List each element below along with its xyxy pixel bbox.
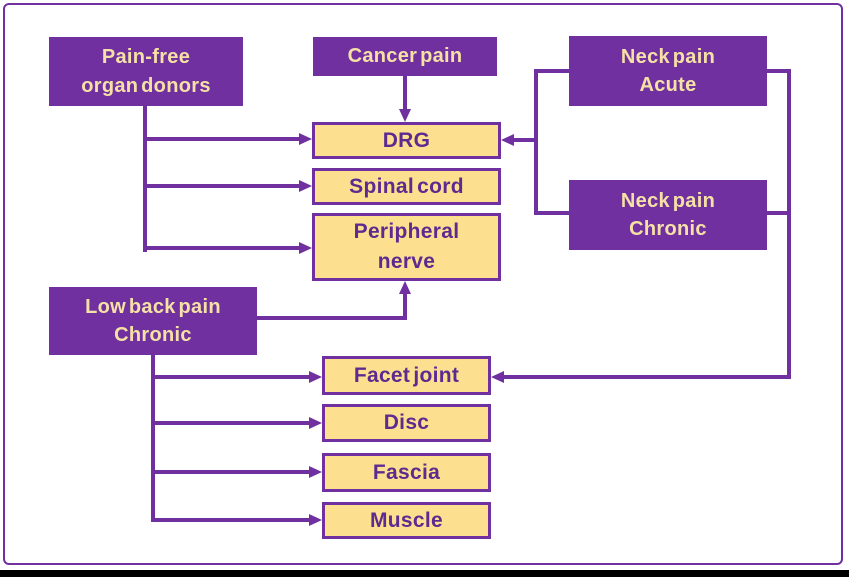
connector-neck-acute-left (534, 69, 569, 73)
node-label-line: DRG (382, 128, 431, 152)
connector-lowback-disc (153, 421, 309, 425)
arrowhead-lowback-fascia (309, 466, 322, 478)
connector-neck-drg (512, 138, 538, 142)
node-label-line: Neck pain (620, 45, 716, 68)
bottom-black-bar (0, 570, 849, 577)
node-facet-joint: Facet joint (322, 356, 491, 395)
arrowhead-painfree-peripheralnerve (299, 242, 312, 254)
node-label-line: Neck pain (620, 189, 716, 212)
node-label-line: Cancer pain (347, 45, 463, 68)
node-neck-pain-acute: Neck pain Acute (569, 36, 767, 106)
node-label-line: Fascia (372, 460, 441, 484)
node-disc: Disc (322, 404, 491, 442)
node-label-line: Disc (383, 411, 430, 435)
connector-lowback-fascia (153, 470, 309, 474)
arrowhead-lowback-muscle (309, 514, 322, 526)
node-label-line: Chronic (629, 218, 707, 240)
arrowhead-neck-facetjoint (491, 371, 504, 383)
arrowhead-painfree-drg (299, 133, 312, 145)
node-label-line: Facet joint (353, 363, 460, 387)
node-neck-pain-chronic: Neck pain Chronic (569, 180, 767, 250)
node-pain-free-organ-donors: Pain-free organ donors (49, 37, 243, 106)
node-label-line: Acute (639, 74, 697, 96)
connector-lowback-peripheral-h (257, 316, 407, 320)
arrowhead-neck-drg (501, 134, 514, 146)
node-peripheral-nerve: Peripheral nerve (312, 213, 501, 281)
node-label-line: organ donors (81, 74, 211, 97)
connector-painfree-drg (145, 137, 301, 141)
connector-painfree-trunk (143, 106, 147, 252)
arrowhead-lowback-peripheralnerve (399, 281, 411, 294)
node-label-line: Chronic (114, 324, 192, 346)
node-cancer-pain: Cancer pain (313, 37, 497, 76)
node-drg: DRG (312, 122, 501, 159)
connector-lowback-facetjoint (153, 375, 309, 379)
connector-neck-chronic-left (534, 211, 569, 215)
connector-neck-acute-right (767, 69, 791, 73)
connector-neck-right-trunk (787, 69, 791, 379)
connector-lowback-peripheral-v (403, 292, 407, 320)
arrowhead-cancer-drg (399, 109, 411, 122)
node-low-back-pain-chronic: Low back pain Chronic (49, 287, 257, 355)
node-fascia: Fascia (322, 453, 491, 492)
connector-lowback-trunk (151, 355, 155, 522)
connector-lowback-muscle (153, 518, 309, 522)
node-label-line: nerve (377, 250, 436, 273)
node-spinal-cord: Spinal cord (312, 168, 501, 205)
connector-cancer-drg (403, 76, 407, 111)
node-label-line: Low back pain (85, 295, 221, 318)
arrowhead-lowback-facetjoint (309, 371, 322, 383)
connector-neck-chronic-right (767, 211, 791, 215)
node-muscle: Muscle (322, 502, 491, 539)
node-label-line: Spinal cord (349, 174, 464, 198)
node-label-line: Muscle (370, 508, 443, 532)
arrowhead-lowback-disc (309, 417, 322, 429)
node-label-line: Pain-free (101, 46, 191, 69)
node-label-line: Peripheral (353, 220, 460, 244)
connector-neck-facetjoint (502, 375, 791, 379)
connector-painfree-peripheralnerve (145, 246, 301, 250)
arrowhead-painfree-spinalcord (299, 180, 312, 192)
connector-painfree-spinalcord (145, 184, 301, 188)
connector-neck-left-trunk (534, 69, 538, 215)
